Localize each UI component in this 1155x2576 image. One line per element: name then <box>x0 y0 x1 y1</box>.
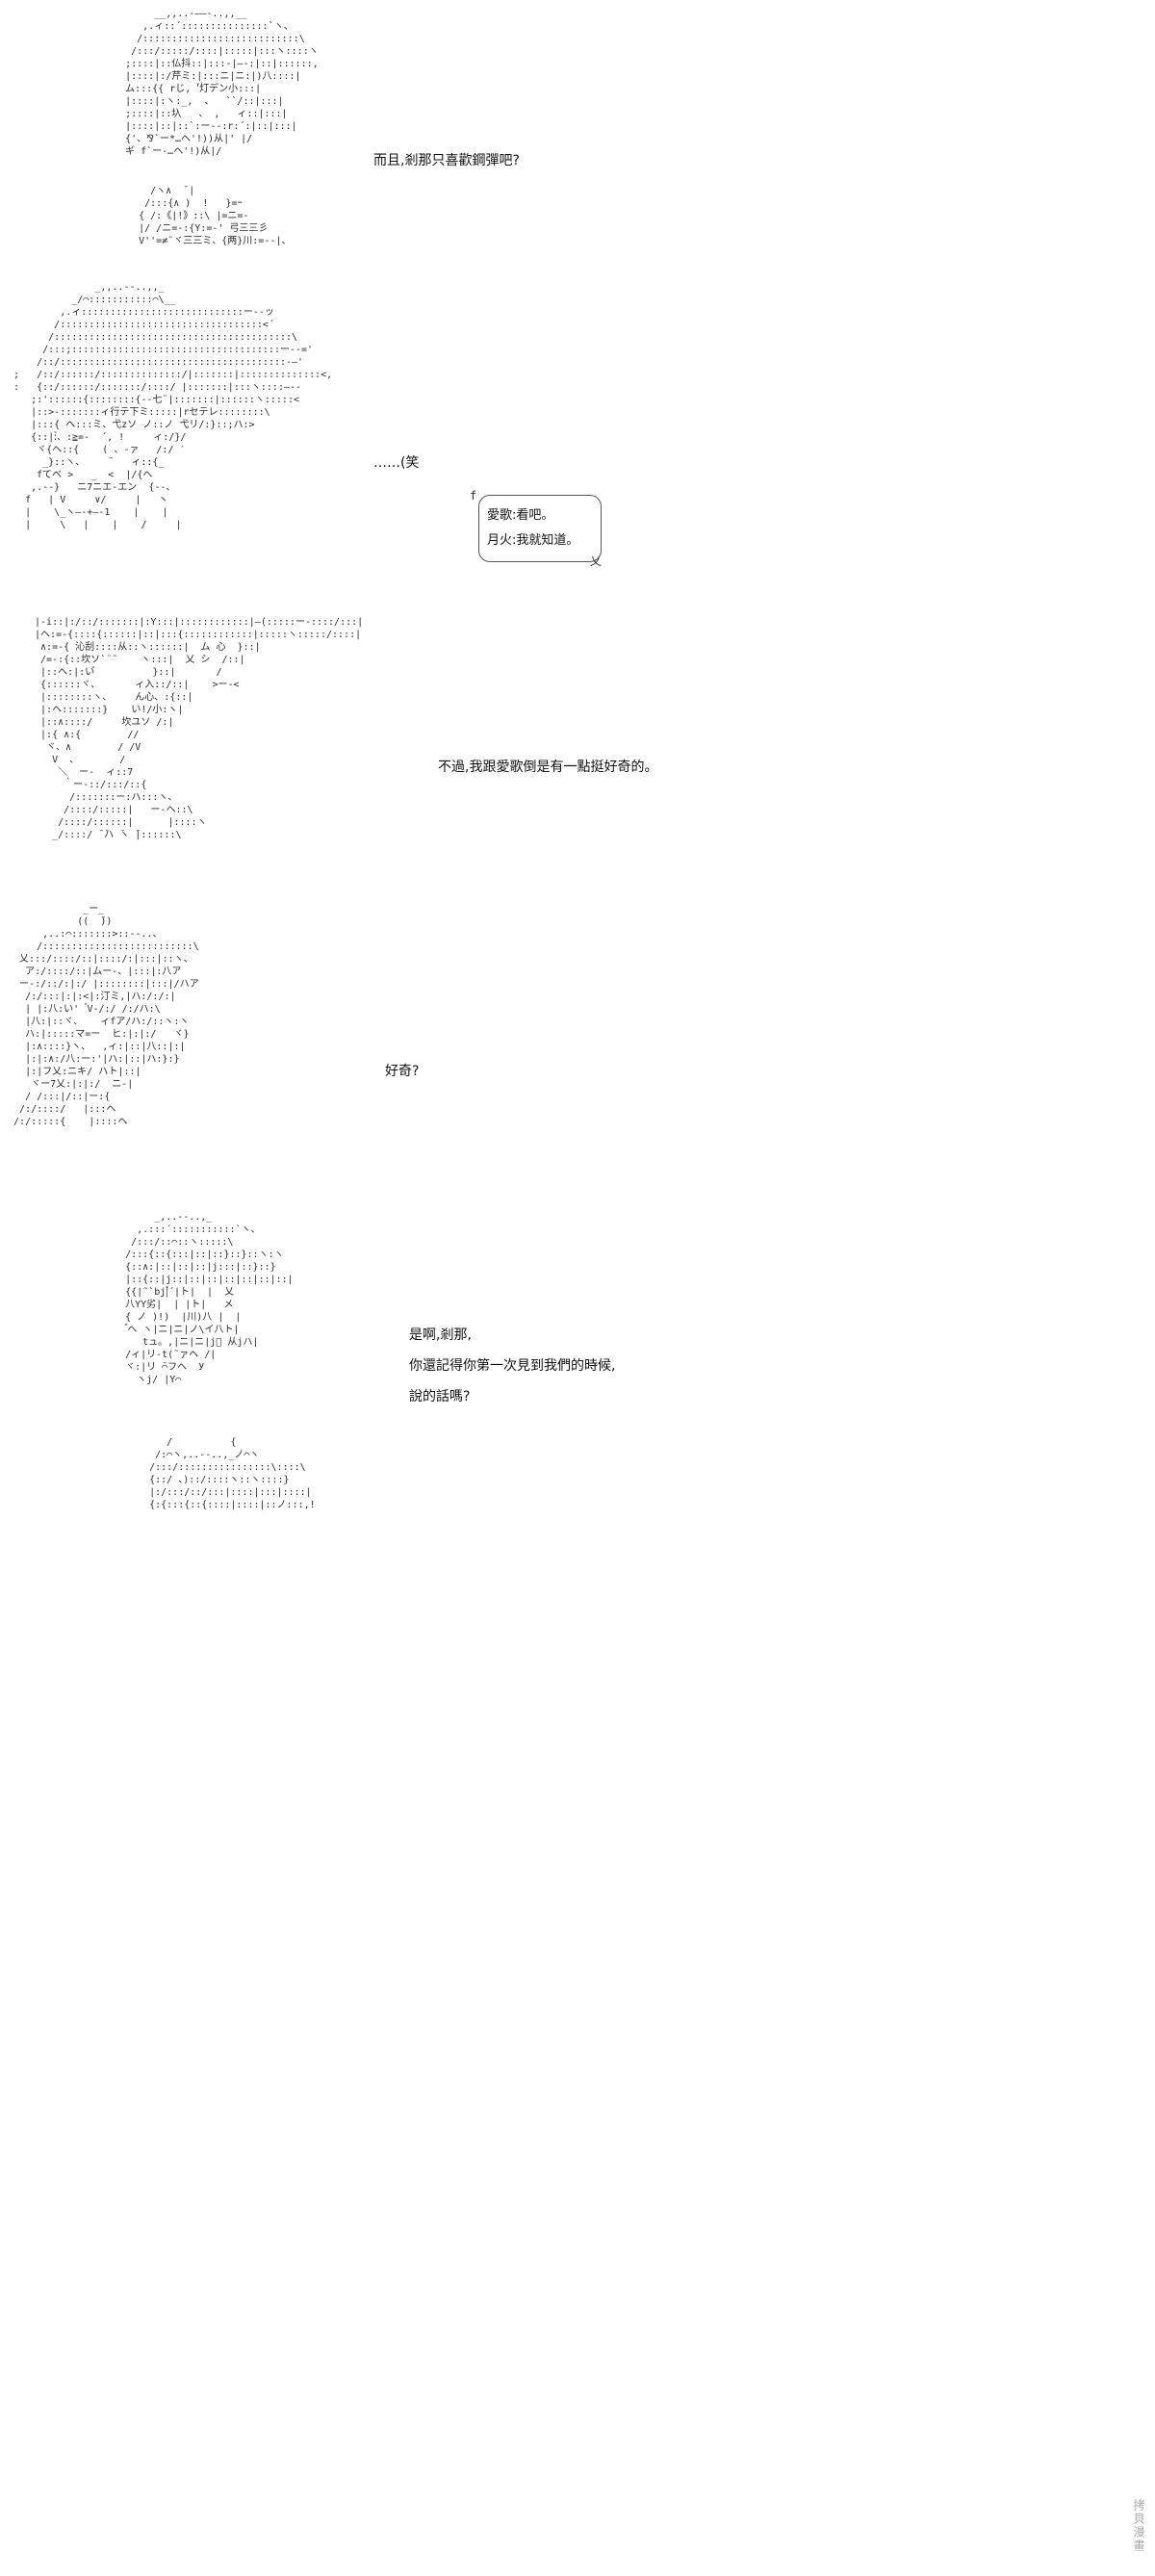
ascii-art-girl-head: __,,..-――-..,,__ ,.ィ::´:::::::::::::::`ヽ… <box>125 9 319 157</box>
dialogue-line-2: ……(笑 <box>373 455 420 471</box>
bubble-tail-bottom: 乂 <box>590 554 603 568</box>
watermark-text: 拷貝漫畫 <box>1132 2499 1145 2553</box>
bubble-line-1: 愛歌:看吧。 <box>487 508 554 523</box>
ascii-art-boy-large: _,,..--..,,_ _/⌒:::::::::::⌒\__ ,.ィ:::::… <box>13 282 333 530</box>
ascii-art-twin-tail: _,..--..,_ ,.:::´:::::::::::`ヽ、 /:::/::⌒… <box>125 1212 294 1385</box>
bubble-tail-top: f <box>470 489 477 502</box>
ascii-art-girl-body: /ヽ∧ ̄ | /:::{∧ ) ! }=ｰ { /:《|!》::\ |=ニ=-… <box>139 186 292 246</box>
ascii-art-side-face: _ー_ (( ̄)) ,..:⌒:::::::>::--..、 /:::::::… <box>13 904 199 1127</box>
dialogue-line-5: 是啊,剎那, <box>409 1327 472 1343</box>
ascii-art-bottom-partial: / { /:⌒ヽ,..--..,_ノ⌒ヽ /:::/::::::::::::::… <box>149 1437 316 1510</box>
dialogue-line-7: 說的話嗎? <box>409 1389 471 1404</box>
dialogue-line-3: 不過,我跟愛歌倒是有一點挺好奇的。 <box>438 760 658 775</box>
ascii-art-curly-hair: |-i::|:/::/:::::::|:Y:::|::::::::::::|―(… <box>35 617 364 840</box>
speech-bubble: 愛歌:看吧。 月火:我就知道。 <box>478 495 602 562</box>
dialogue-line-4: 好奇? <box>385 1064 420 1079</box>
bubble-line-2: 月火:我就知道。 <box>487 533 579 548</box>
dialogue-line-6: 你還記得你第一次見到我們的時候, <box>409 1358 616 1374</box>
dialogue-line-1: 而且,剎那只喜歡鋼彈吧? <box>373 153 520 168</box>
